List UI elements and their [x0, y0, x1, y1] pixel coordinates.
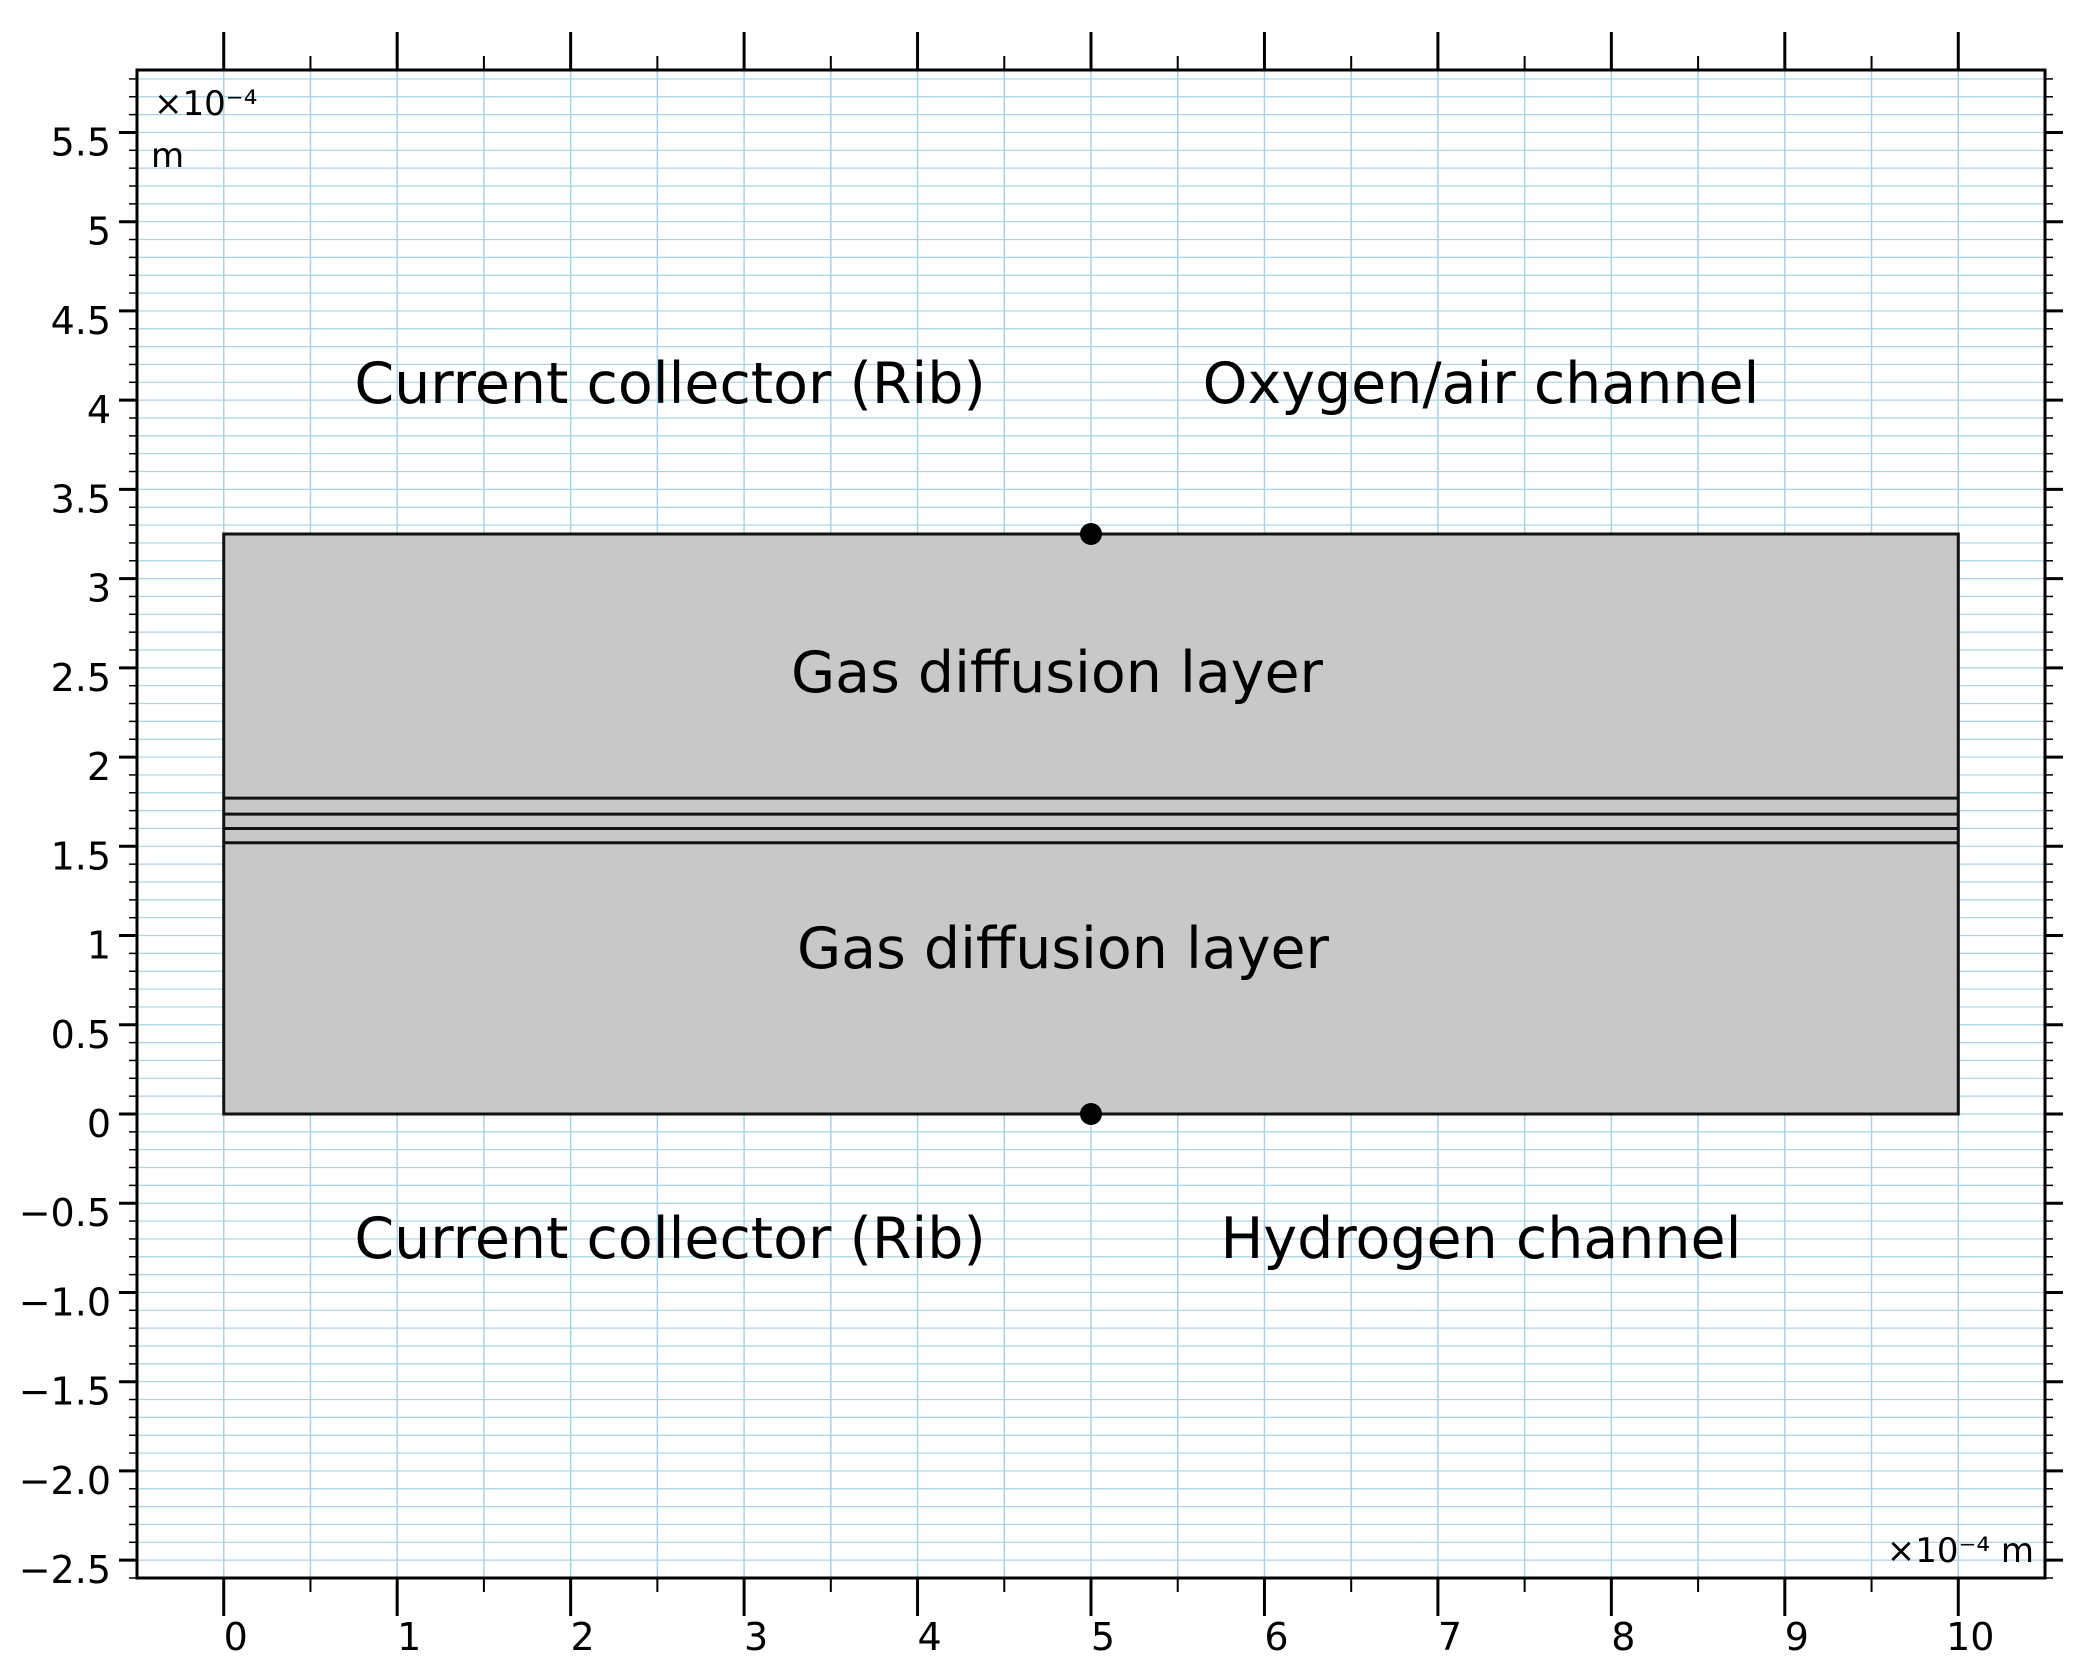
axis-ticks: 0 1 2 3 4 5 6 7 8 9 10 5.5 5 4.5 4 3.5 3 2.5 2 1.5 1 0.5 0 −0.5…	[19, 32, 2063, 1659]
y-tick-label: 2.5	[51, 656, 111, 700]
region-labels: Current collector (Rib) Oxygen/air chann…	[354, 351, 1759, 1272]
y-tick-label: 3	[87, 567, 111, 611]
y-tick-label: 1.5	[51, 834, 111, 878]
y-tick-label: 1	[87, 924, 111, 968]
x-tick-label: 1	[397, 1615, 421, 1659]
y-unit-label: ×10⁻⁴ m	[151, 84, 257, 176]
y-unit: m	[151, 136, 184, 176]
x-tick-label: 10	[1946, 1615, 1994, 1659]
y-tick-label: 5	[87, 210, 111, 254]
x-tick-label: 6	[1264, 1615, 1288, 1659]
cathode-rib-label: Current collector (Rib)	[354, 351, 985, 417]
y-tick-label: 0	[87, 1102, 111, 1146]
y-tick-label: 2	[87, 745, 111, 789]
y-tick-label: 4	[87, 388, 111, 432]
gdl-top-label: Gas diffusion layer	[791, 640, 1324, 706]
x-tick-label: 5	[1091, 1615, 1115, 1659]
x-unit-label: ×10⁻⁴ m	[1887, 1531, 2034, 1571]
y-unit-exponent: ×10⁻⁴	[154, 84, 257, 124]
x-tick-label: 0	[224, 1615, 248, 1659]
membrane-lines	[223, 796, 1959, 845]
x-tick-label: 4	[917, 1615, 941, 1659]
x-tick-label: 8	[1611, 1615, 1635, 1659]
y-tick-label: −1.0	[19, 1280, 111, 1324]
geometry-point	[1080, 1103, 1102, 1125]
gdl-bottom-label: Gas diffusion layer	[797, 916, 1330, 982]
cathode-channel-label: Oxygen/air channel	[1203, 351, 1760, 417]
y-tick-label: 0.5	[51, 1013, 111, 1057]
x-tick-label: 9	[1785, 1615, 1809, 1659]
y-tick-label: 3.5	[51, 477, 111, 521]
geometry-points	[1080, 523, 1102, 1125]
x-tick-label: 3	[744, 1615, 768, 1659]
y-tick-label: −0.5	[19, 1191, 111, 1235]
y-tick-label: −2.5	[19, 1548, 111, 1592]
gdl-domain	[222, 532, 1960, 1116]
geometry-point	[1080, 523, 1102, 545]
y-tick-label: 5.5	[51, 120, 111, 164]
y-tick-label: −2.0	[19, 1459, 111, 1503]
anode-rib-label: Current collector (Rib)	[354, 1206, 985, 1272]
y-tick-label: −1.5	[19, 1370, 111, 1414]
y-tick-label: 4.5	[51, 299, 111, 343]
x-tick-label: 7	[1438, 1615, 1462, 1659]
x-tick-label: 2	[571, 1615, 595, 1659]
geometry-domain	[222, 523, 1960, 1125]
anode-channel-label: Hydrogen channel	[1221, 1206, 1742, 1272]
